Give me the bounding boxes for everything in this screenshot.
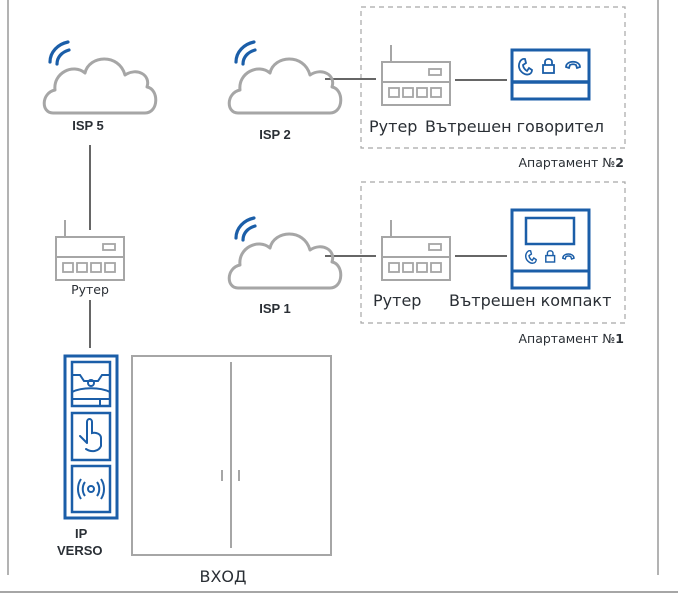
touch-module xyxy=(70,411,112,462)
isp-1-label: ISP 1 xyxy=(259,301,291,316)
apartment-1-router xyxy=(381,219,451,281)
isp-5-node: ISP 5 xyxy=(42,40,158,133)
ip-verso-icon xyxy=(63,354,119,520)
entrance-label: ВХОД xyxy=(199,567,246,586)
isp-1-node: ISP 1 xyxy=(227,216,343,316)
ip-verso-label-line1: IP xyxy=(75,526,88,541)
indoor-compact-icon xyxy=(510,208,591,290)
wifi-icon xyxy=(234,40,257,66)
hand-pointer-icon xyxy=(79,418,102,453)
router-icon xyxy=(381,219,451,281)
cloud-icon xyxy=(42,57,158,115)
wifi-icon xyxy=(48,40,71,66)
apartment-2-device-label: Вътрешен говорител xyxy=(425,117,604,136)
apartment-1-number: 1 xyxy=(615,331,624,346)
apartment-2-title: Апартамент №2 xyxy=(518,155,624,170)
apartment-2-prefix: Апартамент № xyxy=(518,155,615,170)
isp-5-label: ISP 5 xyxy=(72,118,104,133)
isp-2-node: ISP 2 xyxy=(227,40,343,142)
entrance-door-icon xyxy=(131,355,332,556)
apartment-2-router xyxy=(381,44,451,106)
apartment-2-box xyxy=(360,6,626,149)
rfid-icon xyxy=(77,478,105,500)
router-icon xyxy=(381,44,451,106)
apartment-2-number: 2 xyxy=(615,155,624,170)
apartment-2-router-label: Рутер xyxy=(369,117,417,136)
wifi-icon xyxy=(234,216,257,242)
apartment-1-device-label: Вътрешен компакт xyxy=(449,291,611,310)
entrance-router-label: Рутер xyxy=(71,282,109,297)
rfid-module xyxy=(70,464,112,514)
indoor-speaker-icon xyxy=(510,48,591,101)
apartment-1-box xyxy=(360,181,626,324)
cloud-icon xyxy=(227,57,343,115)
apartment-1-title: Апартамент №1 xyxy=(518,331,624,346)
apartment-1-router-label: Рутер xyxy=(373,291,421,310)
isp-2-label: ISP 2 xyxy=(259,127,291,142)
entrance-router-node: Рутер xyxy=(55,219,125,297)
cloud-icon xyxy=(227,232,343,290)
ip-verso-label-line2: VERSO xyxy=(57,543,103,558)
apartment-1-prefix: Апартамент № xyxy=(518,331,615,346)
